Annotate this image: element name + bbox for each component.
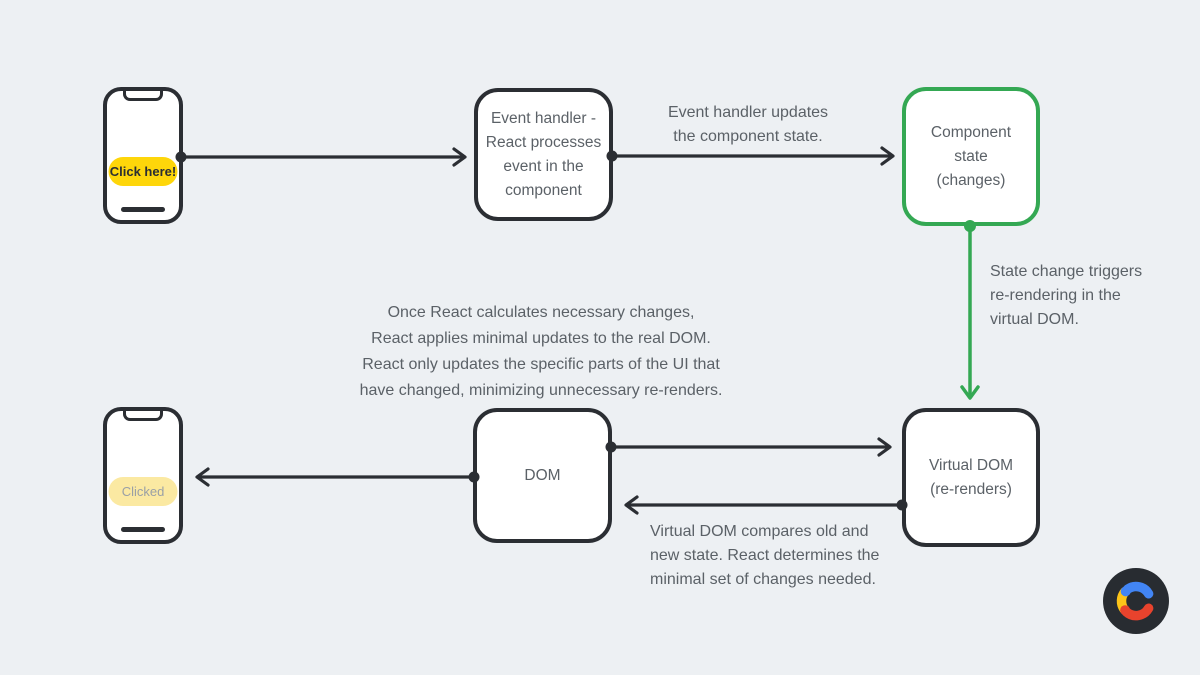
node-text-line: Event handler - (490, 109, 597, 127)
phone-end-illustration: Clicked (103, 407, 183, 544)
phone-home-indicator (121, 207, 165, 212)
arrow-virtual-dom-to-dom (624, 495, 908, 515)
node-text-line: state (954, 147, 988, 165)
click-here-button: Click here! (108, 157, 178, 186)
label-react-applies-updates: Once React calculates necessary changes,… (359, 304, 723, 399)
node-text-line: Component (930, 123, 1012, 141)
phone-notch (123, 411, 163, 421)
arrow-dom-to-virtual-dom (605, 437, 892, 457)
label-state-change-triggers: State change triggers re-rendering in th… (990, 263, 1143, 328)
node-component-state: Component state (changes) (902, 87, 1040, 226)
node-text-line: component (505, 181, 582, 199)
node-dom: DOM (473, 408, 612, 543)
node-text-line: Virtual DOM (928, 456, 1014, 474)
node-virtual-dom: Virtual DOM (re-renders) (902, 408, 1040, 547)
phone-home-indicator (121, 527, 165, 532)
node-event-handler: Event handler - React processes event in… (474, 88, 613, 221)
label-vdom-compares: Virtual DOM compares old and new state. … (650, 523, 880, 588)
node-text-line: React processes (485, 133, 602, 151)
node-text-line: event in the (503, 157, 584, 175)
brand-logo-c-icon (1103, 568, 1169, 634)
phone-start-illustration: Click here! (103, 87, 183, 224)
node-text-line: (re-renders) (930, 480, 1012, 498)
label-event-handler-updates: Event handler updates the component stat… (667, 104, 829, 145)
arrow-state-to-virtual-dom-green (960, 220, 980, 400)
arrow-dom-to-phone (195, 467, 480, 487)
clicked-button: Clicked (108, 477, 178, 506)
phone-notch (123, 91, 163, 101)
node-text-line: (changes) (936, 171, 1006, 189)
arrow-phone-to-event-handler (175, 147, 467, 167)
arrow-event-handler-to-component-state (606, 146, 895, 166)
node-text-line: DOM (524, 466, 561, 484)
